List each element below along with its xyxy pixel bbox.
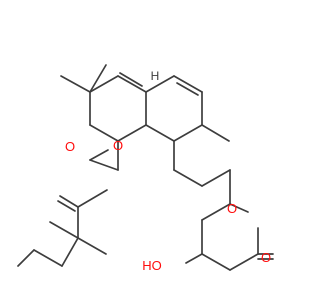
ring-oxygen-label: O [227,201,237,216]
bond [185,253,203,264]
bond [173,75,203,93]
bond [89,149,109,161]
bond [201,203,231,221]
bond [229,253,259,271]
atom-label-layer: O O O HO O H [65,69,271,273]
bond [117,75,147,93]
ester-oxygen-label: O [113,138,123,153]
bond [145,75,175,93]
double-bond-inner [176,82,199,96]
double-bond-inner [119,72,143,87]
bond [145,124,175,142]
carbonyl-oxygen-label: O [65,139,75,154]
bond [77,189,108,208]
bond-layer [17,64,274,271]
bond [60,75,91,93]
bond [117,124,147,142]
bond [33,249,63,267]
bond [201,124,230,142]
lactone-carbonyl-oxygen-label: O [261,250,271,265]
hydroxyl-label: HO [142,258,162,273]
bond [89,64,107,93]
bond [59,195,79,208]
bond [49,221,79,239]
bond [89,124,119,142]
bond [89,75,119,93]
bond [77,237,107,255]
double-bond-inner [57,200,76,212]
ring-junction-hydrogen-label: H [151,69,160,83]
bond [201,169,231,187]
bond [61,237,79,267]
bond [201,253,231,271]
bond [17,249,35,267]
bond [229,203,249,213]
bond [173,124,203,142]
bond [89,159,119,171]
molecule-structure: O O O HO O H [17,64,274,273]
bond [173,169,203,187]
